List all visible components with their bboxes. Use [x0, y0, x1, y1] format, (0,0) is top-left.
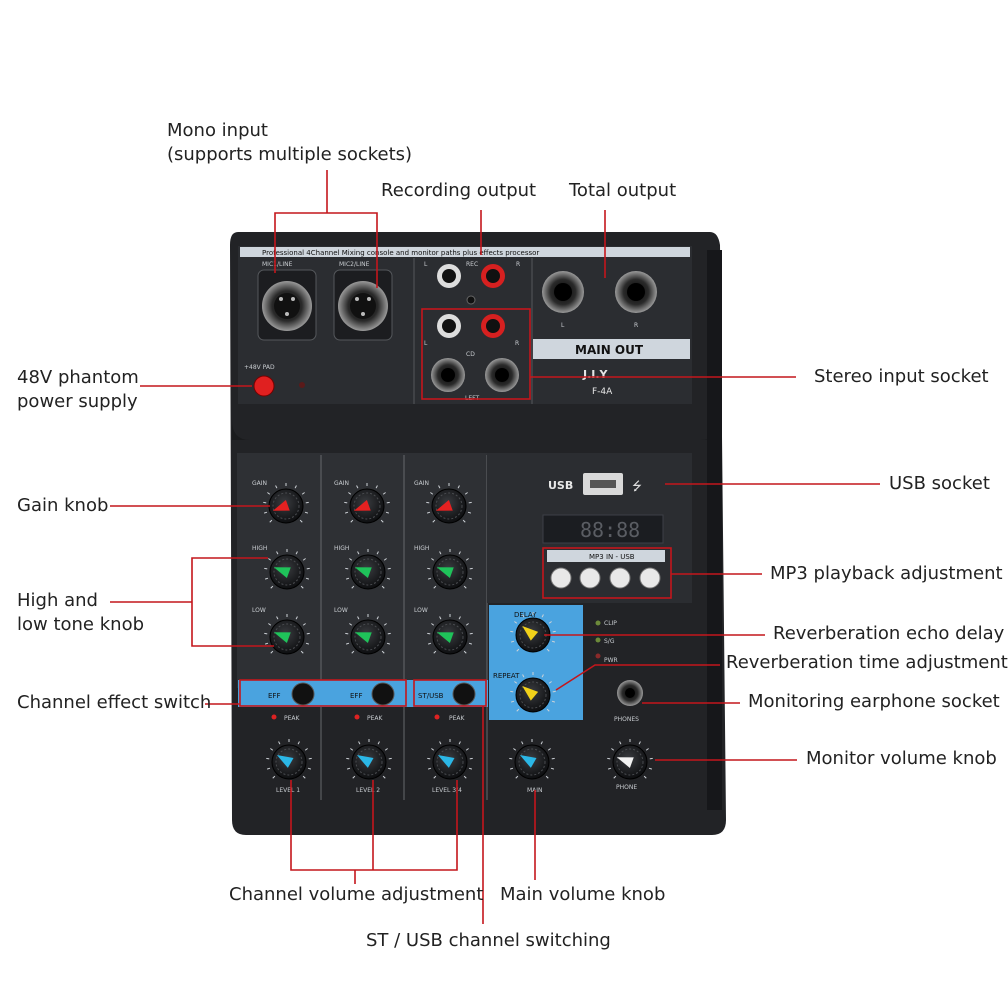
stereo-jack-right[interactable] — [485, 358, 519, 392]
gain2-label: GAIN — [334, 480, 349, 487]
callout-effect-switch: Channel effect switch — [17, 691, 211, 715]
callout-monitor-volume: Monitor volume knob — [806, 747, 997, 771]
mic2-label: MIC2/LINE — [339, 261, 370, 268]
pwr-label: PWR — [604, 657, 618, 664]
peak2-label: PEAK — [367, 715, 384, 722]
mic2-combo-jack[interactable] — [334, 270, 392, 340]
phone-label: PHONE — [616, 784, 637, 791]
callout-gain-knob: Gain knob — [17, 494, 108, 518]
mic1-label: MIC1/LINE — [262, 261, 293, 268]
callout-earphone-socket: Monitoring earphone socket — [748, 690, 1000, 714]
main-out-jack-right[interactable] — [615, 271, 657, 313]
eff2-label: EFF — [350, 692, 362, 700]
callout-st-usb-switching: ST / USB channel switching — [366, 929, 611, 953]
mp3-button-play[interactable] — [640, 568, 660, 588]
repeat-label: REPEAT — [493, 672, 520, 680]
callout-mp3-playback: MP3 playback adjustment — [770, 562, 1003, 586]
st-usb-button[interactable] — [453, 683, 475, 705]
callout-phantom-power: 48V phantom power supply — [17, 366, 157, 414]
brand-label: J.I.Y — [582, 368, 609, 381]
cd-rca-right[interactable] — [481, 314, 505, 338]
cd-label: CD — [466, 351, 475, 358]
high2-label: HIGH — [334, 545, 349, 552]
rec-rca-left[interactable] — [437, 264, 461, 288]
phones-jack[interactable] — [617, 680, 643, 706]
rec-label: REC — [466, 261, 478, 268]
main-out-r-label: R — [634, 322, 638, 329]
display-digits: 88:88 — [580, 518, 640, 542]
callout-reverb-delay: Reverberation echo delay — [773, 622, 1004, 646]
model-label: F-4A — [592, 387, 613, 397]
main-out-jack-left[interactable] — [542, 271, 584, 313]
mp3-button-mode[interactable] — [551, 568, 571, 588]
level1-label: LEVEL 1 — [276, 787, 300, 794]
phantom-power-button[interactable] — [254, 376, 274, 396]
callout-recording-output: Recording output — [381, 179, 536, 203]
callout-channel-volume: Channel volume adjustment — [229, 883, 483, 907]
sig-label: S/G — [604, 638, 615, 645]
callout-reverb-time: Reverberation time adjustment — [726, 651, 1008, 675]
mp3-button-prev[interactable] — [580, 568, 600, 588]
callout-total-output: Total output — [569, 179, 676, 203]
peak3-label: PEAK — [449, 715, 466, 722]
usb-label: USB — [548, 479, 573, 492]
high3-label: HIGH — [414, 545, 429, 552]
callout-mono-input: Mono input (supports multiple sockets) — [167, 119, 427, 167]
top-banner-text: Professional 4Channel Mixing console and… — [262, 249, 539, 257]
clip-label: CLIP — [604, 620, 617, 627]
callout-usb-socket: USB socket — [889, 472, 990, 496]
rec-rca-right[interactable] — [481, 264, 505, 288]
rec-r-label: R — [516, 261, 520, 268]
low1-label: LOW — [252, 607, 266, 614]
cd-rca-left[interactable] — [437, 314, 461, 338]
callout-main-volume: Main volume knob — [500, 883, 665, 907]
side-vent — [707, 250, 722, 810]
phones-label: PHONES — [614, 716, 639, 723]
mp3-button-next[interactable] — [610, 568, 630, 588]
mp3-badge: MP3 IN - USB — [589, 553, 635, 561]
callout-stereo-input: Stereo input socket — [814, 365, 989, 389]
pad-label: +48V PAD — [244, 364, 275, 371]
eff1-button[interactable] — [292, 683, 314, 705]
low3-label: LOW — [414, 607, 428, 614]
usb-symbol-icon: ⭍ — [632, 479, 642, 493]
gain1-label: GAIN — [252, 480, 267, 487]
cd-r-label: R — [515, 340, 519, 347]
callout-tone-knob: High and low tone knob — [17, 589, 157, 637]
st-usb-label: ST/USB — [418, 692, 444, 700]
gain3-label: GAIN — [414, 480, 429, 487]
main-out-label: MAIN OUT — [575, 343, 644, 357]
level2-label: LEVEL 2 — [356, 787, 380, 794]
phantom-led — [299, 382, 305, 388]
eff2-button[interactable] — [372, 683, 394, 705]
mic1-combo-jack[interactable] — [258, 270, 316, 340]
stereo-jack-left[interactable] — [431, 358, 465, 392]
peak1-label: PEAK — [284, 715, 301, 722]
high1-label: HIGH — [252, 545, 267, 552]
eff1-label: EFF — [268, 692, 280, 700]
low2-label: LOW — [334, 607, 348, 614]
